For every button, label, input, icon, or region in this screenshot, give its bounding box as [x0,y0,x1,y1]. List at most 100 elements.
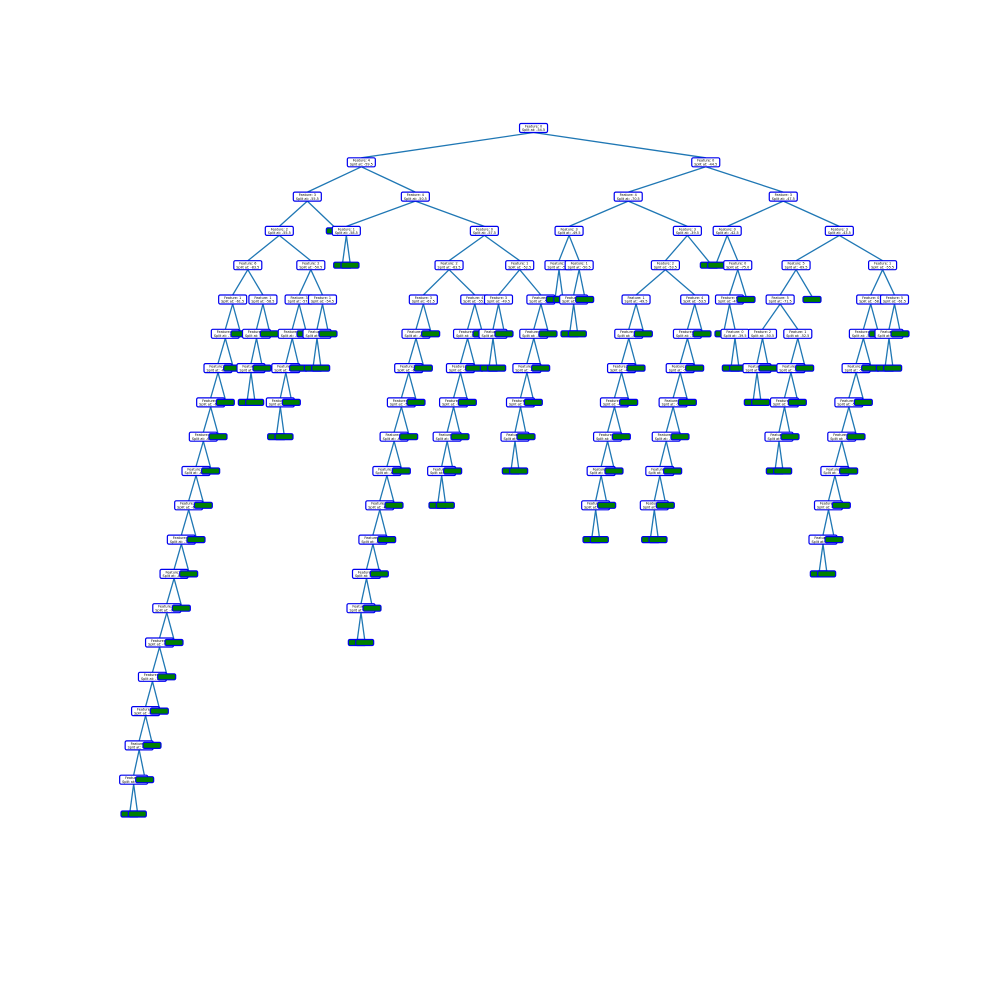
split-node-threshold: Split at: -50.5 [299,265,322,269]
split-node-feature: Feature: 4 [433,467,450,471]
tree-edge [278,200,308,227]
split-node-feature: Feature: 1 [400,365,417,369]
split-node-feature: Feature: 2 [440,262,457,266]
split-node-feature: Feature: 3 [439,433,456,437]
leaf-node [252,364,272,372]
tree-edge [818,544,824,571]
tree-edge [129,784,135,812]
leaf-box [509,467,529,475]
tree-edge [606,406,616,433]
tree-edge [310,269,324,296]
split-node-feature: Feature: 1 [452,365,469,369]
split-node-threshold: Split at: -50.5 [837,403,860,407]
leaf-box [179,570,199,578]
leaf-node [413,364,433,372]
split-node-threshold: Split at: -49.5 [487,300,510,304]
tree-edge [665,406,674,433]
split-node-feature: Feature: 3 [308,330,325,334]
tree-edge [510,441,516,469]
tree-edge [346,200,416,228]
split-node-box [233,260,263,271]
leaf-node [362,604,382,612]
split-node-threshold: Split at: -41.5 [878,334,901,338]
leaf-box [421,330,441,338]
tree-edge [386,441,395,467]
tree-edge [372,509,381,536]
tree-edge [569,303,575,331]
split-node-threshold: Split at: -52.5 [508,265,531,269]
tree-edge [573,303,578,331]
split-node-feature: Feature: 1 [144,673,161,677]
split-node-feature: Feature: 2 [754,330,771,334]
tree-edge [726,235,739,261]
split-node-feature: Feature: 3 [606,399,623,403]
split-node-threshold: Split at: -70.5 [214,334,237,338]
leaf-node [377,535,397,544]
leaf-node [670,433,690,441]
split-node-threshold: Split at: -58.5 [859,300,882,304]
leaf-box [450,433,470,441]
split-node-feature: Feature: 5 [679,330,696,334]
leaf-box [443,467,463,475]
leaf-box [127,810,147,818]
leaf-node [736,295,756,304]
tree-edge [247,234,280,262]
split-node-threshold: Split at: -68.5 [177,506,200,510]
tree-edge [291,338,300,366]
split-node-threshold: Split at: -39.5 [724,334,747,338]
leaf-box [186,535,206,544]
tree-edge [834,441,843,467]
split-node-threshold: Split at: -70.5 [617,197,640,201]
tree-edge [628,338,637,366]
leaf-node [391,467,411,475]
tree-edge [862,338,872,366]
tree-edge [827,475,836,501]
tree-edge [285,372,292,400]
split-node-feature: Feature: 0 [248,330,265,334]
tree-edge [595,475,602,501]
split-node-feature: Feature: 2 [613,365,630,369]
split-node-feature: Feature: 0 [782,365,799,369]
split-node-feature: Feature: 4 [466,296,483,300]
leaf-node [883,364,903,372]
split-node-feature: Feature: 0 [151,639,168,643]
split-node-box [723,260,753,271]
split-node-threshold: Split at: -54.5 [852,334,875,338]
tree-edge [247,269,264,296]
split-node-feature: Feature: 3 [814,536,831,540]
tree-edge [393,441,402,469]
leaf-box [399,433,419,441]
split-node-feature: Feature: 0 [880,330,897,334]
leaf-node [787,398,807,406]
tree-edge [446,406,455,433]
tree-edge [393,406,403,433]
split-node-threshold: Split at: -88.0 [269,403,292,407]
split-node-threshold: Split at: -53.5 [654,265,677,269]
leaf-node [457,398,477,406]
split-node-feature: Feature: 1 [445,399,462,403]
leaf-box [384,501,404,509]
split-node-threshold: Split at: -58.5 [335,231,358,235]
leaf-box [817,570,837,578]
leaf-box [531,364,551,372]
tree-edge [679,372,688,400]
tree-edge [606,441,615,469]
leaf-box [883,364,903,372]
tree-edge [613,406,622,434]
leaf-node [281,398,301,406]
leaf-node [435,501,455,509]
split-node-feature: Feature: 0 [407,330,424,334]
split-node-feature: Feature: 2 [158,605,175,609]
leaf-node [421,330,441,338]
split-node-feature: Feature: 4 [620,193,637,197]
split-node-threshold: Split at: -44.5 [590,471,613,475]
tree-edge [888,303,896,330]
split-node-threshold: Split at: -75.0 [726,265,749,269]
